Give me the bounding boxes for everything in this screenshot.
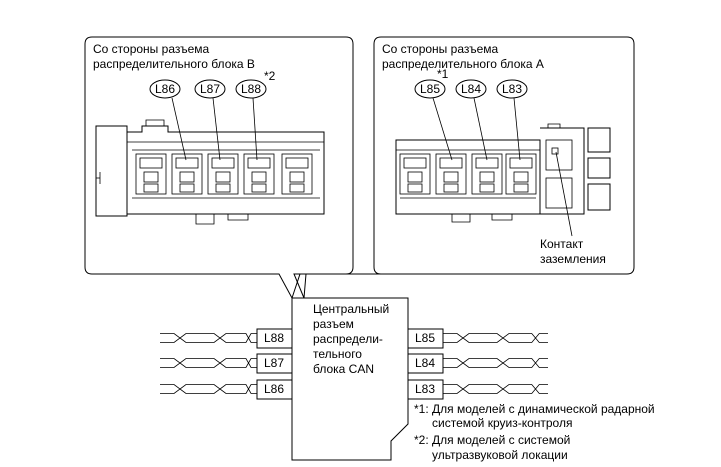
wire-pair-l85 <box>443 333 548 343</box>
right-callout-bubble <box>293 36 635 299</box>
junction-pin-box-l88 <box>256 328 293 349</box>
note-mark-1: *1 <box>437 67 449 81</box>
footnote-2-line-2: ультразвуковой локации <box>432 448 568 462</box>
left-callout-title-line-1: Со стороны разъема <box>93 42 210 56</box>
pin-oval-l84 <box>455 79 487 99</box>
block-a-cavity-4 <box>505 153 537 195</box>
footnote-2-line-1: *2: Для моделей с системой <box>414 433 570 447</box>
twisted-pair-wires <box>160 333 548 394</box>
junction-title-line-3: распредели- <box>313 332 383 346</box>
right-callout-title-line-1: Со стороны разъема <box>382 42 499 56</box>
block-b-cavity-5 <box>281 153 313 195</box>
block-a-cavity-1 <box>399 153 431 195</box>
junction-pin-l88: L88 <box>264 331 284 345</box>
wire-pair-l87 <box>160 358 257 368</box>
pin-label-l87: L87 <box>200 82 220 96</box>
footnotes: *1: Для моделей с динамической радарной … <box>414 402 655 462</box>
junction-pin-box-l86 <box>256 379 293 400</box>
block-b-cavity-4 <box>243 153 275 195</box>
ground-label-line-1: Контакт <box>540 237 584 251</box>
junction-pin-l87: L87 <box>264 356 284 370</box>
right-callout-title-line-2: распределительного блока A <box>382 57 544 71</box>
junction-pin-l86: L86 <box>264 382 284 396</box>
wire-pair-l84 <box>443 358 548 368</box>
leader-l87 <box>212 97 221 161</box>
junction-title-line-1: Центральный <box>313 302 389 316</box>
pin-oval-l87 <box>194 79 226 99</box>
pin-label-l84: L84 <box>461 82 481 96</box>
junction-pin-l84: L84 <box>415 356 435 370</box>
wire-pair-l83 <box>443 384 548 394</box>
connector-block-a-cells <box>399 153 537 195</box>
leader-l84 <box>473 97 488 161</box>
leader-l86 <box>171 97 187 161</box>
can-junction-body <box>291 297 409 461</box>
junction-title-line-2: разъем <box>313 317 354 331</box>
left-callout-title-line-2: распределительного блока B <box>93 57 255 71</box>
junction-title-line-5: блока CAN <box>313 362 374 376</box>
pin-oval-l85 <box>414 79 446 99</box>
note-mark-2: *2 <box>264 69 276 83</box>
footnote-1-line-2: системой круиз-контроля <box>432 416 572 430</box>
leader-l88 <box>252 97 258 161</box>
pin-oval-l88 <box>235 79 267 99</box>
wire-pair-l88 <box>160 333 257 343</box>
ground-label-line-2: заземления <box>540 252 606 266</box>
junction-pin-box-l83 <box>407 379 444 400</box>
pin-label-l86: L86 <box>155 82 175 96</box>
pin-label-l85: L85 <box>420 82 440 96</box>
junction-pin-box-l85 <box>407 328 444 349</box>
junction-title-line-4: тельного <box>313 347 362 361</box>
block-a-cavity-2 <box>435 153 467 195</box>
wire-pair-l86 <box>160 384 257 394</box>
pin-oval-l83 <box>496 79 528 99</box>
left-callout-bubble <box>84 36 354 300</box>
junction-pin-box-l87 <box>256 353 293 374</box>
footnote-1-line-1: *1: Для моделей с динамической радарной <box>414 402 655 416</box>
connector-block-b <box>95 119 325 225</box>
leader-l85 <box>432 97 453 161</box>
junction-pin-l83: L83 <box>415 382 435 396</box>
pin-oval-l86 <box>149 79 181 99</box>
pin-label-l88: L88 <box>241 82 261 96</box>
right-callout: Со стороны разъема распределительного бл… <box>293 36 635 299</box>
left-callout: Со стороны разъема распределительного бл… <box>84 36 354 300</box>
connector-block-a <box>395 123 611 223</box>
block-a-cavity-3 <box>471 153 503 195</box>
leader-l83 <box>513 97 521 161</box>
block-b-cavity-1 <box>135 153 167 195</box>
block-b-cavity-3 <box>207 153 239 195</box>
can-junction: Центральный разъем распредели- тельного … <box>256 297 444 461</box>
connector-block-b-cells <box>135 153 313 195</box>
block-b-cavity-2 <box>171 153 203 195</box>
pin-label-l83: L83 <box>502 82 522 96</box>
junction-pin-box-l84 <box>407 353 444 374</box>
junction-pin-l85: L85 <box>415 331 435 345</box>
leader-ground <box>555 151 573 237</box>
